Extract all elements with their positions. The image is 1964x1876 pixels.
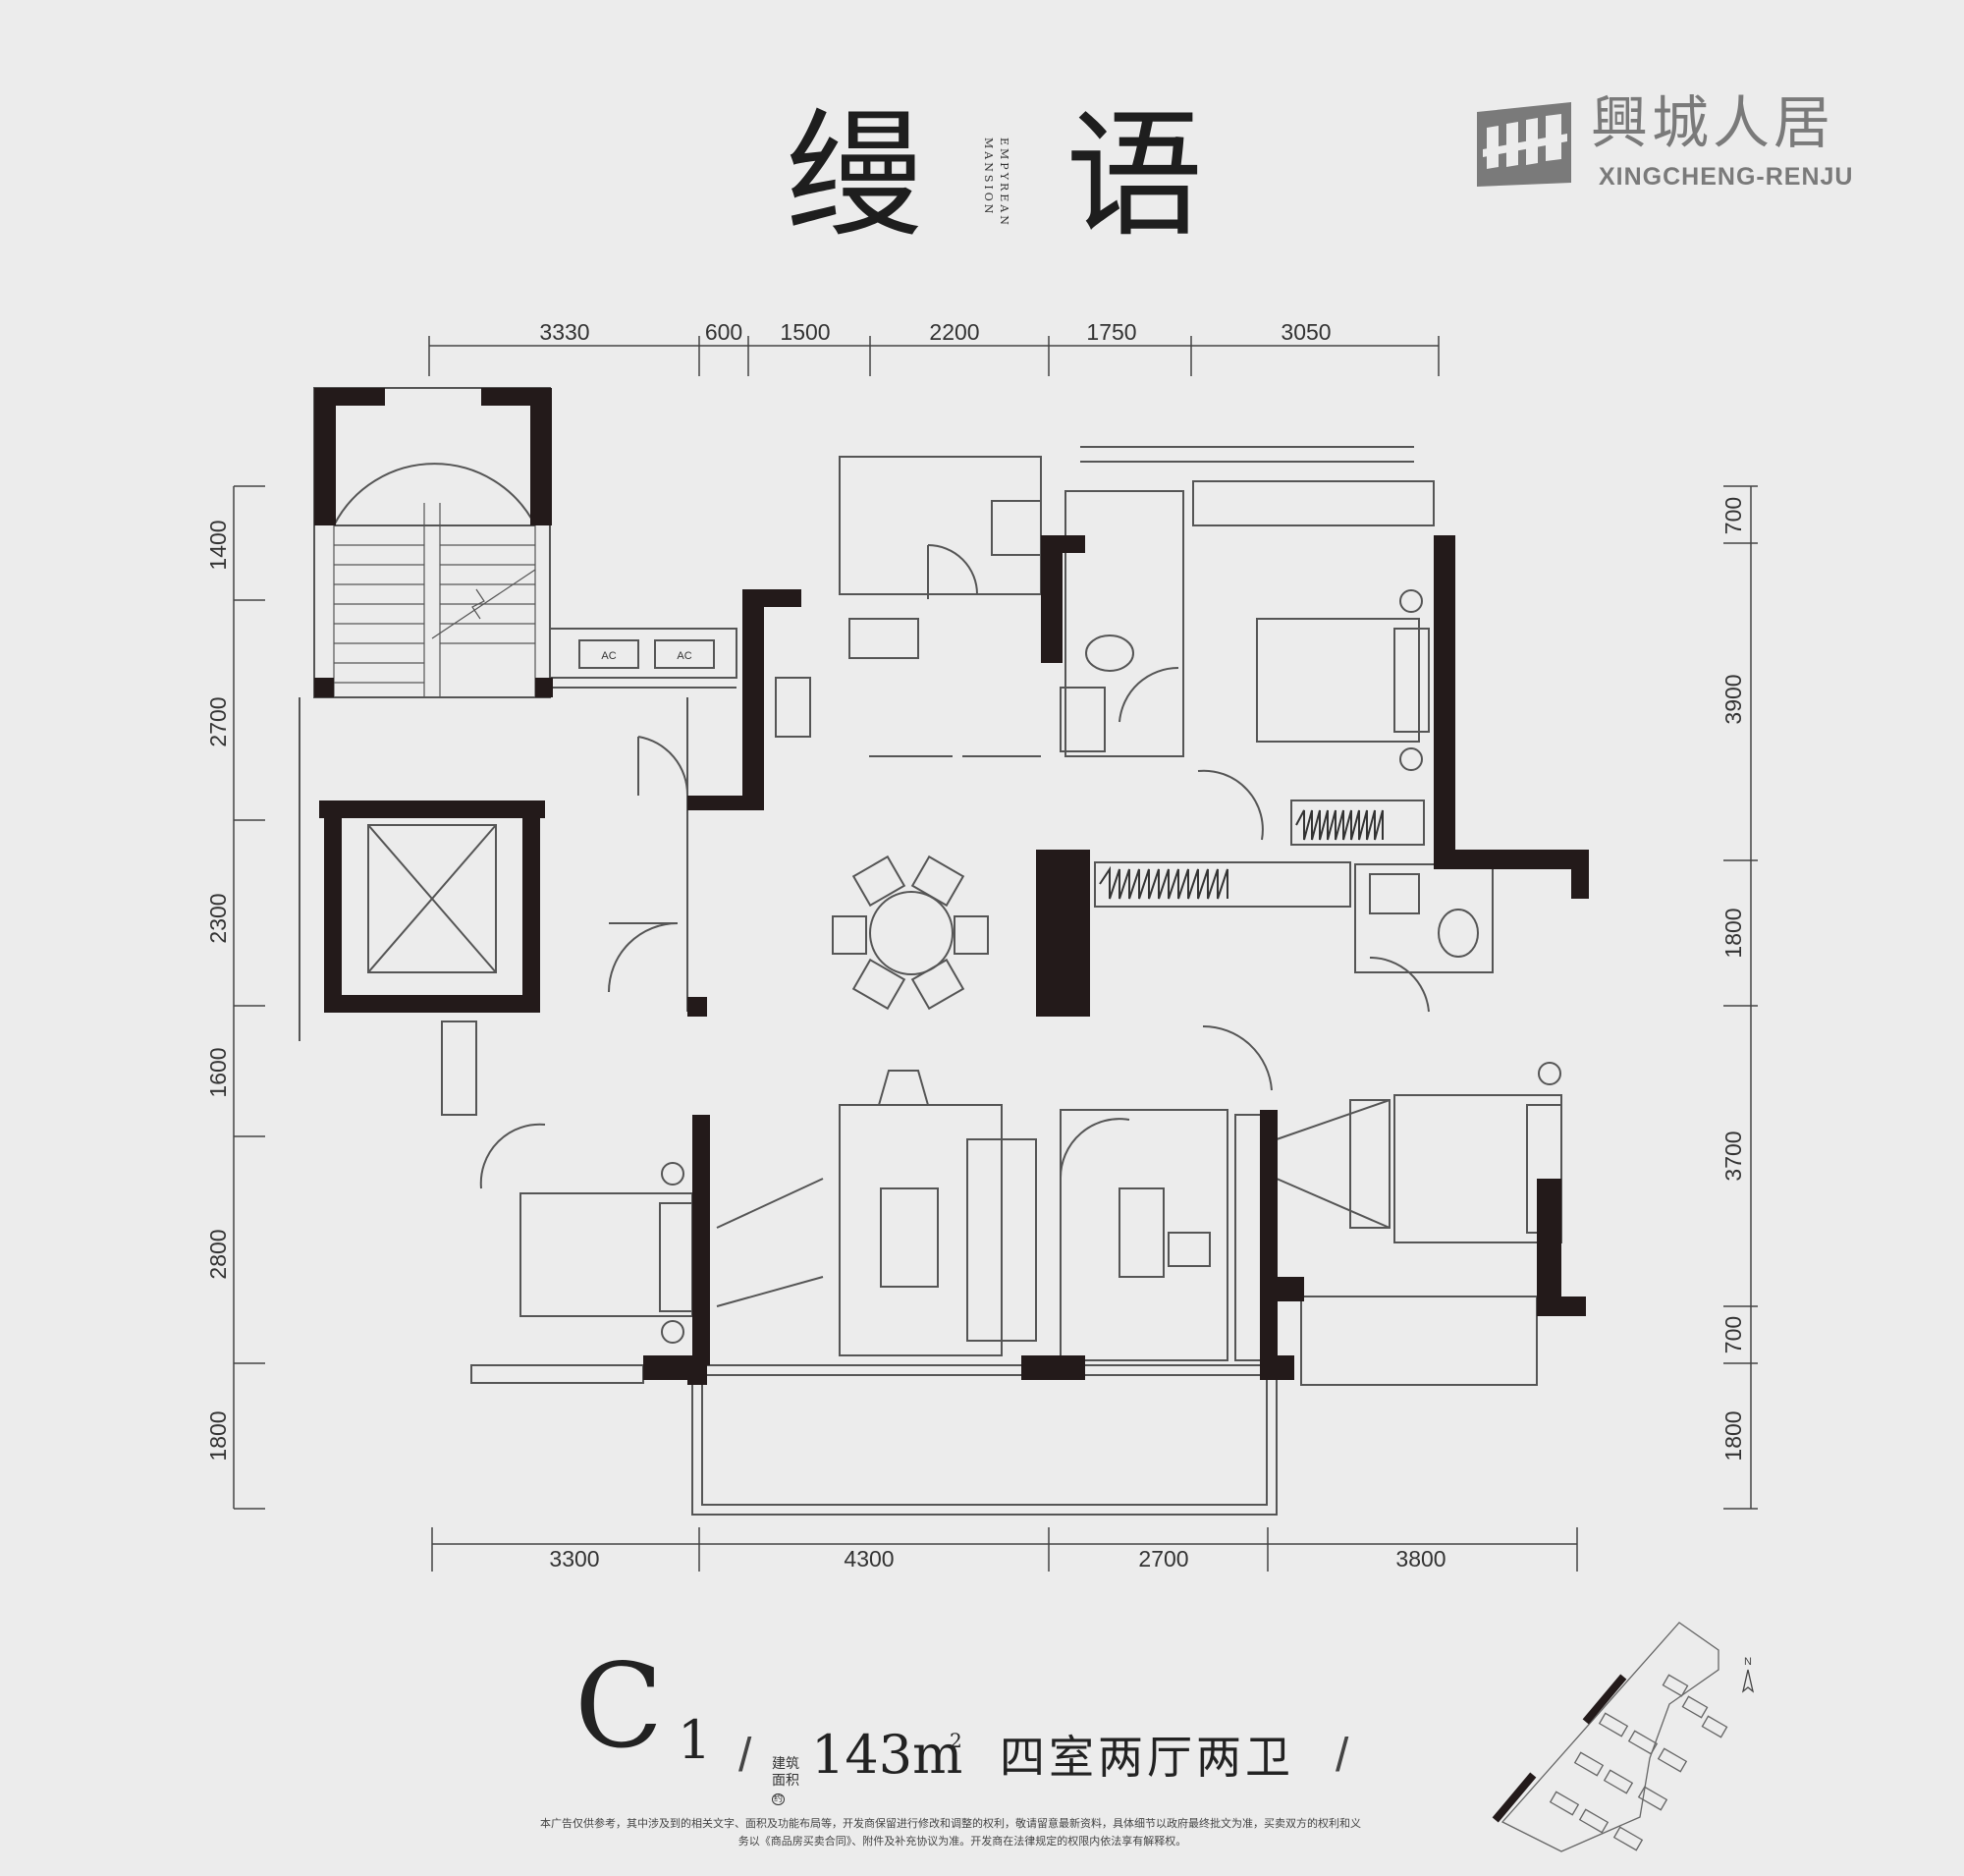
north-arrow-icon [1741, 1669, 1755, 1693]
unit-type-number: 1 [678, 1709, 712, 1771]
dim-right-3: 1800 [1720, 908, 1746, 958]
area-label-line-1: 建筑 [772, 1756, 799, 1772]
area-label-line-2: 面积 [772, 1773, 799, 1789]
brand-name-en: XINGCHENG-RENJU [1599, 163, 1854, 191]
separator-slash-icon: / [1336, 1730, 1349, 1782]
dim-right-2: 3900 [1720, 674, 1746, 724]
ac-label-2: AC [677, 650, 691, 662]
brand-name-cn: 興城人居 [1591, 89, 1835, 156]
dim-right-1: 700 [1720, 497, 1746, 534]
disclaimer-line-1: 本广告仅供参考，其中涉及到的相关文字、面积及功能布局等，开发商保留进行修改和调整… [540, 1817, 1361, 1830]
wardrobe-hangers-icon [1099, 865, 1228, 900]
disclaimer-line-2: 务以《商品房买卖合同》、附件及补充协议为准。开发商在法律规定的权限内依法享有解释… [737, 1835, 1187, 1848]
dim-right-5: 700 [1720, 1316, 1746, 1353]
site-towers [1492, 1674, 1627, 1823]
ac-label-1: AC [601, 650, 616, 662]
dim-top-5: 1750 [1086, 319, 1136, 345]
area-unit-superscript: 2 [950, 1729, 962, 1752]
dim-bottom-4: 3800 [1395, 1546, 1446, 1572]
brand-logo-icon [1477, 102, 1571, 187]
dim-top-2: 600 [705, 319, 742, 345]
disclaimer: 本广告仅供参考，其中涉及到的相关文字、面积及功能布局等，开发商保留进行修改和调整… [540, 1815, 1385, 1850]
dim-top-4: 2200 [929, 319, 979, 345]
project-title-char-2: 语 [1065, 96, 1204, 256]
dim-left-5: 2800 [205, 1229, 231, 1279]
dim-right-6: 1800 [1720, 1410, 1746, 1461]
area-value: 143m [811, 1724, 963, 1786]
project-subtitle: EMPYREAN MANSION [982, 138, 1010, 228]
dim-left-6: 1800 [205, 1410, 231, 1461]
dim-left-4: 1600 [205, 1047, 231, 1097]
dim-top-3: 1500 [780, 319, 830, 345]
area-label-about: 约 [772, 1793, 786, 1805]
separator-slash-icon: / [738, 1730, 752, 1782]
dim-bottom-3: 2700 [1138, 1546, 1188, 1572]
dim-left-1: 1400 [205, 520, 231, 570]
interior-lines [299, 387, 1562, 1516]
dim-left-2: 2700 [205, 696, 231, 746]
project-title-char-1: 缦 [786, 96, 924, 256]
closet-hangers-icon [1295, 809, 1384, 841]
dim-bottom-1: 3300 [549, 1546, 599, 1572]
dim-bottom-2: 4300 [844, 1546, 894, 1572]
dim-left-3: 2300 [205, 893, 231, 943]
site-map: N [1492, 1622, 1755, 1852]
unit-layout: 四室两厅两卫 [1000, 1731, 1294, 1784]
area-label: 建筑 面积约 [772, 1756, 805, 1808]
north-label: N [1744, 1656, 1752, 1668]
dim-top-6: 3050 [1281, 319, 1331, 345]
site-buildings [1549, 1674, 1728, 1851]
dimension-lines [233, 336, 1758, 1572]
walls [314, 388, 1589, 1385]
dim-top-1: 3330 [539, 319, 589, 345]
unit-type-code: C [574, 1638, 664, 1774]
site-boundary [1500, 1622, 1719, 1852]
dim-right-4: 3700 [1720, 1131, 1746, 1181]
